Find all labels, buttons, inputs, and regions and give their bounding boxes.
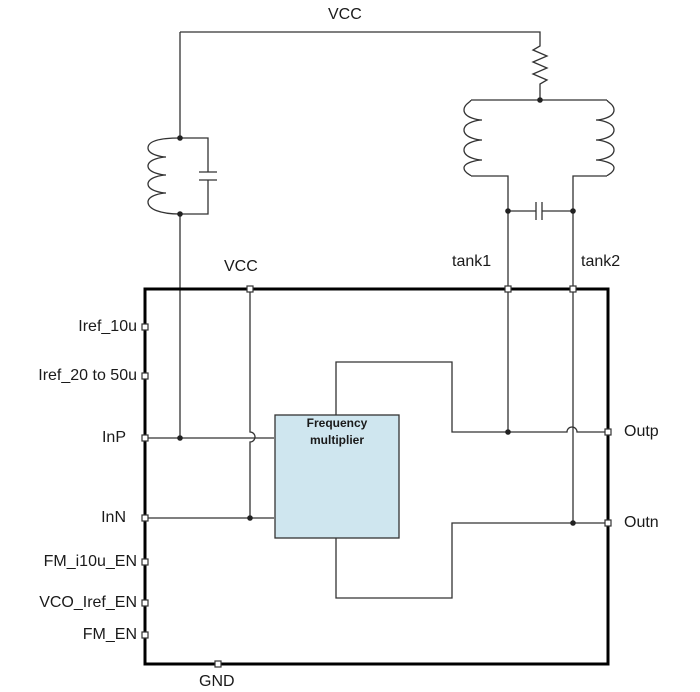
left-tank-wire (180, 137, 209, 215)
frequency-multiplier-block (274, 414, 400, 539)
tank1-inductor (463, 99, 483, 177)
junction-dot (177, 211, 183, 217)
left-inductor (147, 137, 181, 215)
vcc-top-label: VCC (328, 6, 362, 23)
pin-label-vco-iref-en: VCO_Iref_EN (39, 594, 137, 611)
pin-tank2 (569, 285, 577, 293)
junction-dot (505, 429, 511, 435)
pin-vcc (246, 285, 254, 293)
junction-dot (177, 435, 183, 441)
pin-label-iref-10u: Iref_10u (78, 318, 137, 335)
pin-fm-en (141, 631, 149, 639)
vcc-box-label: VCC (224, 258, 258, 275)
pin-label-inp: InP (101, 429, 126, 446)
vcc-internal-wire (249, 289, 256, 518)
pin-label-inn: InN (101, 509, 126, 526)
pin-tank1 (504, 285, 512, 293)
gnd-label: GND (199, 673, 235, 690)
resistor (531, 42, 549, 100)
frequency-multiplier-label: Frequency multiplier (306, 416, 368, 447)
tank1-label: tank1 (452, 253, 492, 270)
pin-label-outn: Outn (624, 514, 659, 531)
pin-iref-20-50u (141, 372, 149, 380)
junction-dot (570, 208, 576, 214)
junction-dot (177, 135, 183, 141)
junction-dot (570, 520, 576, 526)
pin-inn (141, 514, 149, 522)
pin-gnd (214, 660, 222, 668)
outp-path-wire (335, 361, 607, 433)
junction-dot (505, 208, 511, 214)
pin-label-iref-20-50u: Iref_20 to 50u (38, 367, 137, 384)
pin-inp (141, 434, 149, 442)
pin-vco-iref-en (141, 599, 149, 607)
tank2-label: tank2 (581, 253, 621, 270)
junction-dot (537, 97, 543, 103)
tank2-wire (572, 175, 607, 289)
tank1-wire (471, 175, 509, 289)
pin-label-fm-en: FM_EN (82, 626, 137, 643)
vcc-rail-wire (179, 31, 541, 138)
pin-iref-10u (141, 323, 149, 331)
tank2-inductor (595, 99, 615, 177)
pin-outn (604, 519, 612, 527)
outn-path-wire (335, 522, 607, 599)
pin-outp (604, 428, 612, 436)
chip-boundary (143, 287, 610, 666)
tank-capacitor (508, 202, 573, 220)
pin-label-outp: Outp (624, 423, 659, 440)
left-tank-capacitor (199, 171, 217, 181)
pin-fm-i10u-en (141, 558, 149, 566)
junction-dot (247, 515, 253, 521)
pin-label-fm-i10u-en: FM_i10u_EN (43, 553, 137, 570)
